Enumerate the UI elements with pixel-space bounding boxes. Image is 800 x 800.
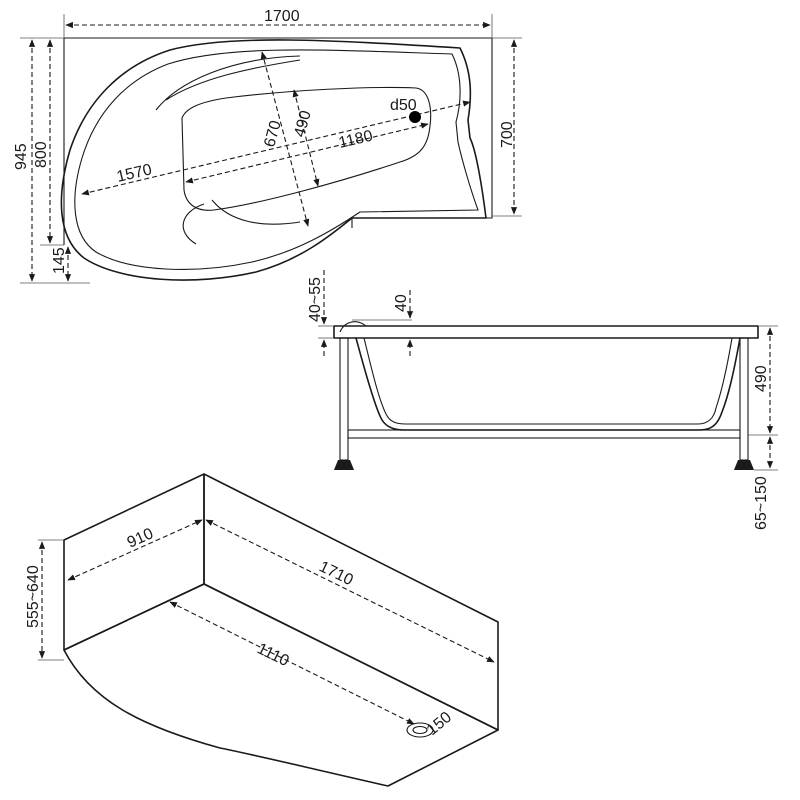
- dim-label-670: 670: [261, 119, 284, 149]
- side-foot-right: [734, 460, 754, 470]
- side-foot-left: [334, 460, 354, 470]
- dim-label-1700: 1700: [264, 8, 300, 25]
- iso-drain: [406, 722, 434, 738]
- dim-label-1570: 1570: [115, 161, 154, 186]
- dim-line-1110: [169, 601, 415, 725]
- side-rim: [333, 325, 759, 339]
- iso-back-wall-long: [203, 473, 499, 731]
- dim-label-910: 910: [125, 525, 156, 551]
- iso-back-wall-short: [63, 473, 205, 651]
- dim-label-1180: 1180: [337, 128, 374, 152]
- drain-label: d50: [390, 97, 417, 114]
- dim-label-555-640: 555~640: [25, 565, 42, 628]
- side-crossbar: [347, 429, 741, 439]
- top-armrest: [155, 55, 301, 245]
- drain-hole: [409, 111, 421, 123]
- top-outer-frame: [63, 37, 493, 245]
- dim-label-490-top: 490: [291, 109, 314, 139]
- dim-line-1570: [81, 100, 471, 196]
- side-basin: [355, 337, 741, 431]
- top-rim-inner: [74, 49, 479, 270]
- dim-label-40-55: 40~55: [307, 277, 324, 322]
- side-view: 40~55 40 490 65~150: [307, 270, 778, 530]
- dim-line-670: [260, 51, 310, 227]
- side-basin-inner: [363, 337, 733, 425]
- iso-view: 910 1710 555~640 1110 150: [25, 473, 499, 787]
- dim-label-40: 40: [393, 294, 410, 312]
- side-leg-left: [339, 337, 349, 461]
- dim-label-700: 700: [499, 121, 516, 148]
- side-rim-lip: [339, 321, 367, 333]
- side-leg-right: [739, 337, 749, 461]
- dim-label-945: 945: [13, 143, 30, 170]
- dim-line-490-top: [292, 89, 320, 187]
- dim-label-1110: 1110: [254, 640, 291, 670]
- dim-label-150: 150: [424, 709, 455, 739]
- dim-label-145: 145: [51, 247, 68, 274]
- top-view: 1570 1180 670 490 d50 1700 945 800 145: [13, 8, 522, 284]
- top-tub-shell: [60, 39, 487, 281]
- iso-floor: [63, 583, 499, 787]
- dim-label-490-side: 490: [753, 365, 770, 392]
- dim-line-1710: [205, 519, 495, 663]
- iso-drain-inner: [412, 725, 428, 735]
- dim-label-800: 800: [33, 141, 50, 168]
- dim-label-65-150: 65~150: [753, 476, 770, 530]
- dim-line-910: [67, 519, 203, 581]
